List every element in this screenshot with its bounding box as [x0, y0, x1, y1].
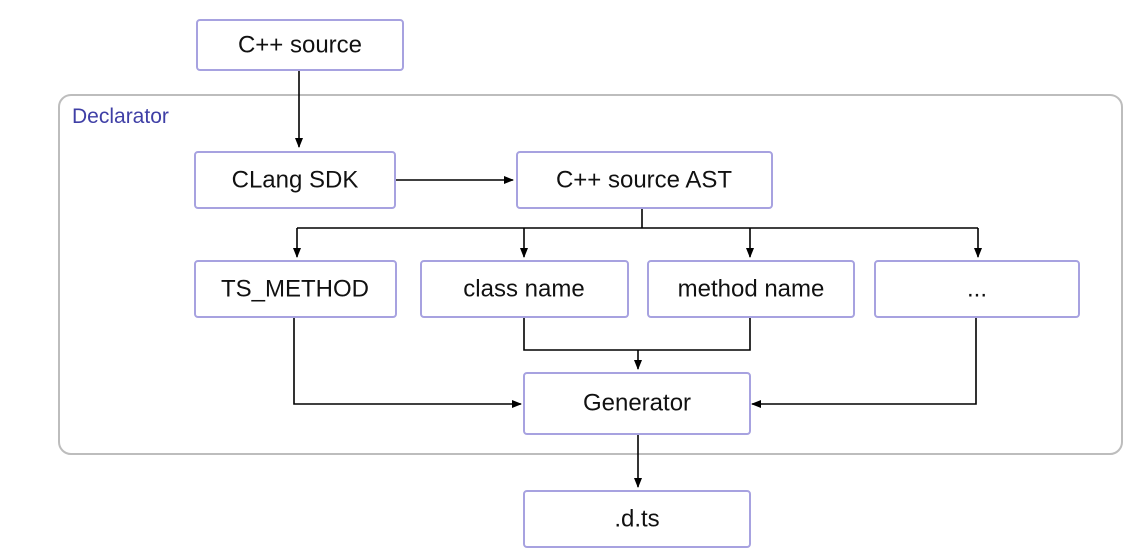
declarator-group-label: Declarator: [72, 105, 169, 128]
node-clang-sdk-box: [194, 151, 396, 209]
node-ts-method-label: TS_METHOD: [221, 275, 369, 302]
node-more-label: ...: [967, 275, 987, 302]
node-clang-sdk: CLang SDK: [194, 151, 396, 209]
edge-ts-method-to-generator: [293, 318, 522, 408]
edge-class-method-merge: [523, 318, 751, 351]
node-cpp-source-box: [196, 19, 404, 71]
node-ts-method: TS_METHOD: [194, 260, 397, 318]
node-method-name-label: method name: [678, 275, 825, 302]
node-ts-method-box: [194, 260, 397, 318]
node-dts-box: [523, 490, 751, 548]
edge-more-to-generator: [751, 318, 977, 408]
node-more-box: [874, 260, 1080, 318]
node-method-name-box: [647, 260, 855, 318]
node-dts-label: .d.ts: [614, 505, 659, 532]
node-clang-sdk-label: CLang SDK: [232, 166, 359, 193]
node-cpp-source: C++ source: [196, 19, 404, 71]
node-class-name-box: [420, 260, 629, 318]
node-cpp-source-ast-box: [516, 151, 773, 209]
declarator-group: Declarator: [58, 94, 1123, 455]
node-more: ...: [874, 260, 1080, 318]
node-method-name: method name: [647, 260, 855, 318]
node-generator: Generator: [523, 372, 751, 435]
node-generator-box: [523, 372, 751, 435]
node-cpp-source-label: C++ source: [238, 31, 362, 58]
node-class-name-label: class name: [463, 275, 584, 302]
node-class-name: class name: [420, 260, 629, 318]
node-generator-label: Generator: [583, 389, 691, 416]
node-dts: .d.ts: [523, 490, 751, 548]
node-cpp-source-ast-label: C++ source AST: [556, 166, 732, 193]
node-cpp-source-ast: C++ source AST: [516, 151, 773, 209]
declarator-group-border: [58, 94, 1123, 455]
edges: [293, 70, 982, 488]
